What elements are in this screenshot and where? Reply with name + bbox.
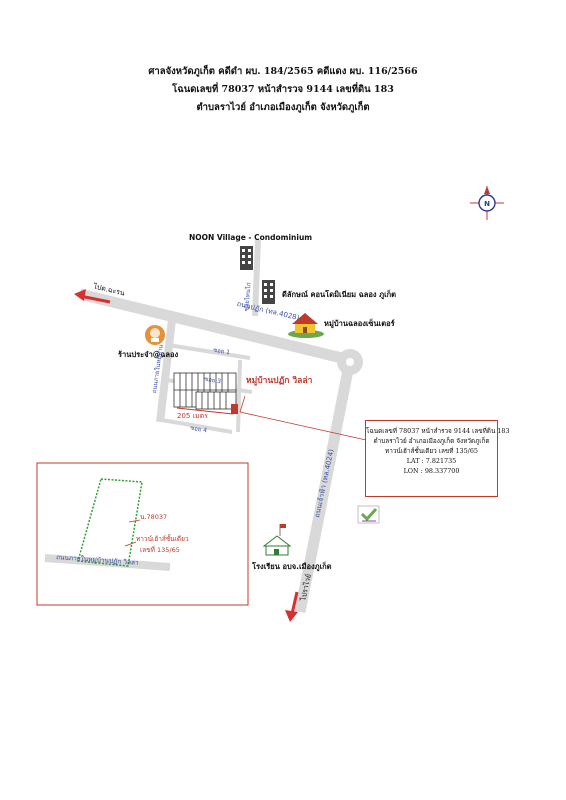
condo-label: ดีลักษณ์ คอนโดมิเนียม ฉลอง ภูเก็ต bbox=[282, 290, 397, 299]
village-chalong-label: หมู่บ้านฉลองเซ็นเตอร์ bbox=[324, 319, 395, 328]
header-case-line: ศาลจังหวัดภูเก็ต คดีดำ ผบ. 184/2565 คดีแ… bbox=[148, 66, 418, 77]
chaofa-road bbox=[294, 358, 356, 614]
header-deed-line: โฉนดเลขที่ 78037 หน้าสำรวจ 9144 เลขที่ดิ… bbox=[172, 84, 394, 95]
info-house-line: ทาวน์เฮ้าส์ชั้นเดียว เลขที่ 135/65 bbox=[385, 446, 478, 455]
info-lon: LON : 98.337700 bbox=[403, 466, 460, 475]
school-building-icon bbox=[262, 524, 292, 556]
patak-road bbox=[78, 288, 352, 366]
target-village-label: หมู่บ้านปฏัก วิลล่า bbox=[246, 376, 313, 386]
info-lat: LAT : 7.821735 bbox=[406, 456, 457, 465]
noon-village-building-icon bbox=[240, 246, 253, 270]
header-location-line: ตำบลราไวย์ อำเภอเมืองภูเก็ต จังหวัดภูเก็… bbox=[196, 102, 370, 113]
inset-road bbox=[44, 554, 171, 571]
noon-village-label: NOON Village - Condominium bbox=[189, 233, 313, 242]
condo-building-icon bbox=[262, 280, 275, 304]
inset-house-no-label: เลขที่ 135/65 bbox=[140, 546, 180, 554]
info-deed-line: โฉนดเลขที่ 78037 หน้าสำรวจ 9144 เลขที่ดิ… bbox=[366, 427, 510, 435]
shop-label: ร้านประจำ@ฉลอง bbox=[118, 350, 179, 359]
village-house-icon bbox=[288, 313, 324, 338]
distance-line bbox=[176, 407, 234, 415]
townhouse-grid bbox=[173, 372, 237, 410]
inset-land-parcel bbox=[77, 478, 143, 567]
green-check-logo-icon bbox=[357, 505, 380, 524]
target-property-marker bbox=[231, 404, 238, 414]
compass-letter: N bbox=[484, 200, 490, 208]
info-location-line: ตำบลราไวย์ อำเภอเมืองภูเก็ต จังหวัดภูเก็… bbox=[373, 436, 490, 445]
north-compass-icon: N bbox=[470, 186, 504, 220]
distance-label: 205 เมตร bbox=[177, 412, 208, 420]
inset-frame bbox=[36, 462, 249, 606]
shop-food-icon bbox=[145, 325, 165, 345]
village-main-road bbox=[156, 319, 176, 423]
inset-house-type-label: ทาวน์เฮ้าส์ชั้นเดียว bbox=[136, 535, 189, 543]
school-label: โรงเรียน อบจ.เมืองภูเก็ต bbox=[252, 562, 332, 571]
arrow-to-rawai-icon bbox=[285, 591, 299, 622]
inset-deed-label: น.78037 bbox=[140, 513, 168, 521]
property-info-box: โฉนดเลขที่ 78037 หน้าสำรวจ 9144 เลขที่ดิ… bbox=[365, 420, 510, 497]
arrow-to-chalong-icon bbox=[74, 289, 111, 304]
